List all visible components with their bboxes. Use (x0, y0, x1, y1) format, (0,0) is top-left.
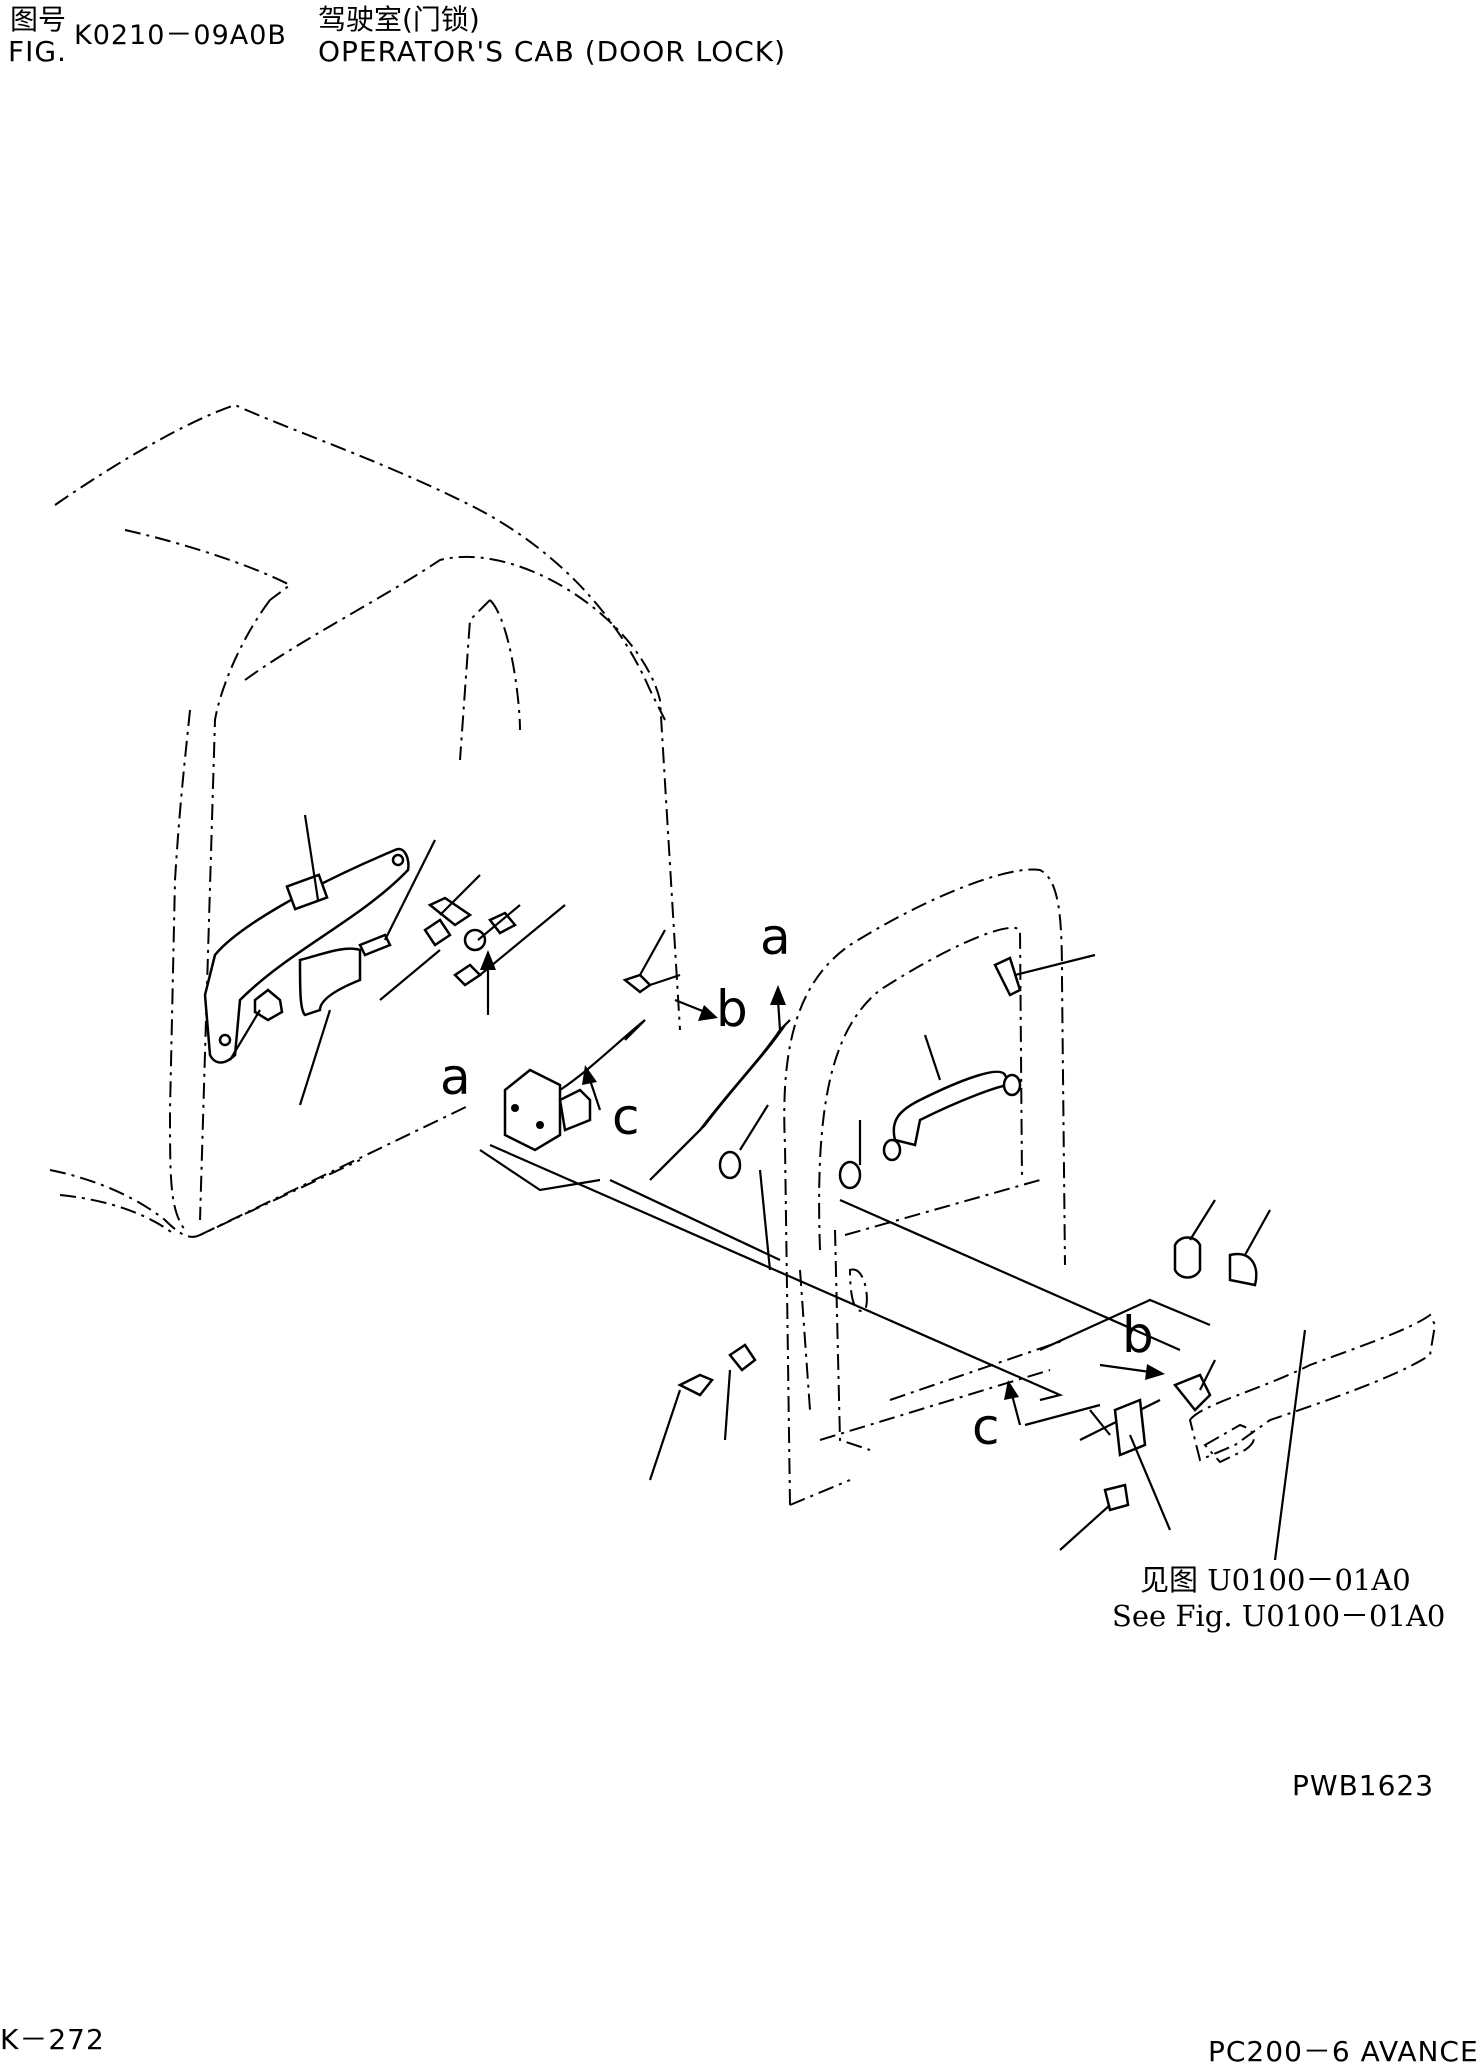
reference-note-en: See Fig. U0100－01A0 (1112, 1599, 1446, 1633)
reference-note-cn: 见图 U0100－01A0 (1140, 1563, 1411, 1597)
reference-lines (479, 1143, 1211, 1441)
drawing-code: PWB1623 (1292, 1769, 1435, 1802)
door-outline (783, 868, 1066, 1506)
leader-lines (229, 814, 1307, 1561)
callout-c-top: c (612, 1088, 640, 1146)
inner-lock-plate (203, 847, 410, 1064)
fig-label-en: FIG. (8, 35, 67, 68)
striker-parts (677, 1236, 1258, 1512)
callout-b-right: b (1122, 1306, 1154, 1364)
cab-side-panel (1188, 1313, 1437, 1464)
model-name: PC200－6 AVANCE (1208, 2035, 1479, 2068)
direction-arrows (480, 950, 1165, 1426)
callout-a-top: a (760, 908, 791, 966)
callout-b-top: b (716, 980, 748, 1038)
callout-c-bottom: c (972, 1398, 1000, 1456)
small-parts-left (253, 896, 517, 1022)
lock-body (503, 1068, 592, 1152)
door-handle (882, 956, 1022, 1162)
fig-label-cn: 图号 (10, 3, 67, 36)
callout-a-left: a (440, 1048, 471, 1106)
lock-rods (559, 973, 791, 1181)
page-number: K－272 (0, 2023, 105, 2056)
title-cn: 驾驶室(门锁) (318, 3, 480, 36)
title-en: OPERATOR'S CAB (DOOR LOCK) (318, 35, 787, 68)
washers (718, 1150, 862, 1190)
fig-code: K0210－09A0B (74, 20, 287, 51)
cab-outline (49, 403, 681, 1238)
